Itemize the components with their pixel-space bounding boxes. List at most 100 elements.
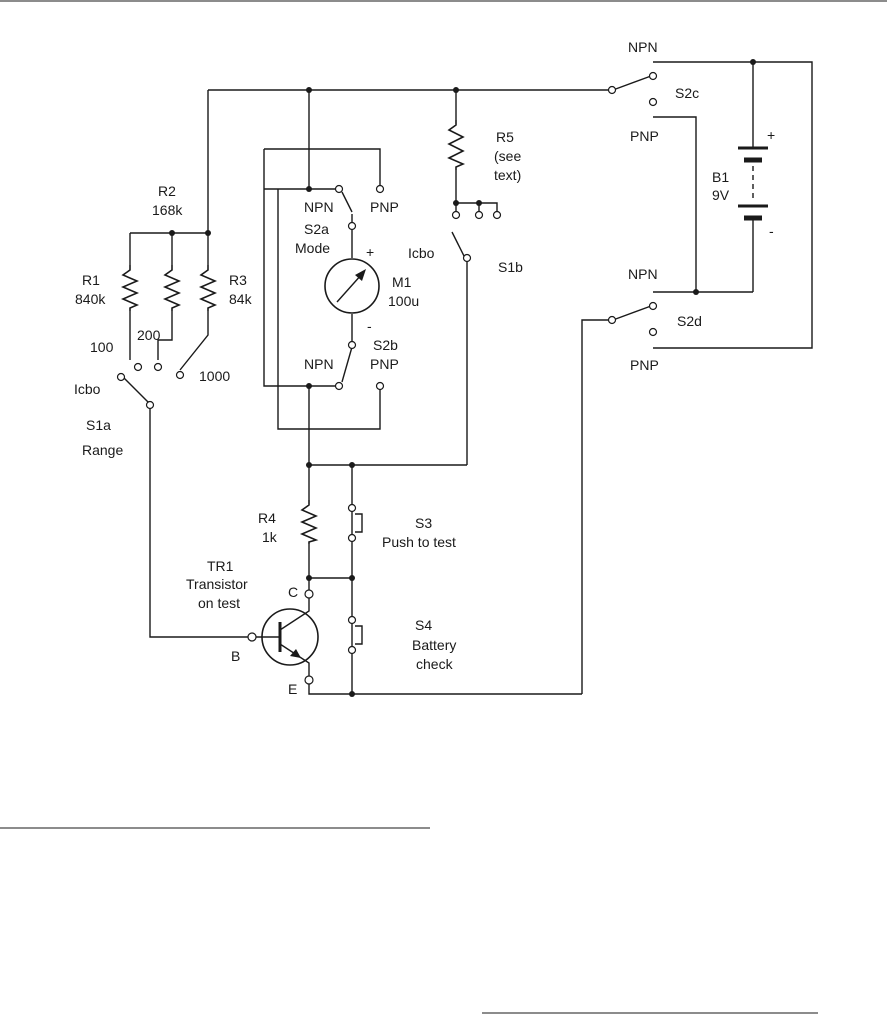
r5-resistor	[447, 120, 466, 170]
label-r2-value: 168k	[152, 202, 183, 218]
label-s4-description-line2: check	[416, 656, 454, 672]
label-meter-minus: -	[367, 318, 372, 334]
label-npn-s2d: NPN	[628, 266, 658, 282]
transistor-emitter-lead	[279, 643, 310, 676]
label-r3: R3	[229, 272, 247, 288]
junction-dot	[349, 691, 355, 697]
label-emitter: E	[288, 681, 297, 697]
r1-resistor	[120, 265, 140, 311]
s2a-pnp-loop	[264, 148, 381, 189]
label-r4-value: 1k	[262, 529, 278, 545]
s4-pushbutton	[351, 622, 363, 648]
s1a-icbo-terminal	[116, 372, 126, 382]
s2b-common-terminal	[347, 340, 357, 350]
s2d-common-wire	[581, 319, 609, 694]
junction-dot	[750, 59, 756, 65]
s4-terminal-top	[347, 615, 357, 625]
switch-arms	[123, 75, 652, 403]
cross-wire-a	[263, 149, 339, 387]
s2b-npn-terminal	[334, 381, 344, 391]
s1a-common-terminal	[145, 400, 155, 410]
s1a-arm	[123, 377, 149, 403]
meter-needle-arrow	[355, 269, 366, 281]
label-range-200: 200	[137, 327, 161, 343]
r3-resistor	[198, 265, 218, 311]
s2c-pnp-terminal	[648, 97, 658, 107]
label-tr1-description-line1: Transistor	[186, 576, 248, 592]
label-mode: Mode	[295, 240, 330, 256]
s1b-terminal-1	[451, 210, 461, 220]
label-r5-note-line1: (see	[494, 148, 521, 164]
label-s4: S4	[415, 617, 432, 633]
s2a-pnp-terminal	[375, 184, 385, 194]
s2a-common-terminal	[347, 221, 357, 231]
r2b-bottom-wire	[157, 311, 173, 360]
junction-dot	[169, 230, 175, 236]
label-icbo-s1a: Icbo	[74, 381, 101, 397]
s3-terminal-top	[347, 503, 357, 513]
junction-dot	[453, 200, 459, 206]
label-s2d: S2d	[677, 313, 702, 329]
label-s2b: S2b	[373, 337, 398, 353]
s1a-200-terminal	[153, 362, 163, 372]
r4-resistor	[299, 500, 319, 544]
s2b-arm	[341, 346, 353, 383]
transistor-collector-lead	[279, 598, 310, 631]
label-collector: C	[288, 584, 298, 600]
s1a-100-terminal	[133, 362, 143, 372]
s4-terminal-bottom	[347, 645, 357, 655]
s3-actuator	[355, 513, 363, 533]
label-pnp-s2c: PNP	[630, 128, 659, 144]
emitter-terminal	[304, 675, 314, 685]
label-meter-plus: +	[366, 244, 374, 260]
label-icbo-s1b: Icbo	[408, 245, 435, 261]
label-range: Range	[82, 442, 123, 458]
junction-dot	[349, 462, 355, 468]
label-pnp-s2b: PNP	[370, 356, 399, 372]
s2c-common-terminal	[607, 85, 617, 95]
label-range-1000: 1000	[199, 368, 230, 384]
transistor-emitter-arrow	[290, 649, 301, 658]
label-pnp-s2a: PNP	[370, 199, 399, 215]
label-npn-s2c: NPN	[628, 39, 658, 55]
s1b-common-terminal	[462, 253, 472, 263]
junction-dot	[306, 462, 312, 468]
junction-dot	[306, 575, 312, 581]
label-base: B	[231, 648, 240, 664]
r5-tap-bar	[456, 202, 498, 212]
junction-dot	[306, 87, 312, 93]
label-s1b: S1b	[498, 259, 523, 275]
label-r1-value: 840k	[75, 291, 106, 307]
s2c-pnp-wire	[653, 116, 697, 292]
transistor-tr1	[256, 598, 319, 676]
junction-dot	[306, 383, 312, 389]
s4-actuator	[355, 625, 363, 645]
r2-resistor	[162, 265, 182, 311]
label-b1-voltage: 9V	[712, 187, 730, 203]
junction-dot	[306, 186, 312, 192]
base-terminal	[247, 632, 257, 642]
junction-dot	[476, 200, 482, 206]
junction-dot	[349, 575, 355, 581]
meter-m1	[324, 258, 380, 314]
label-tr1: TR1	[207, 558, 234, 574]
s1a-1000-terminal	[175, 370, 185, 380]
label-s1a: S1a	[86, 417, 111, 433]
collector-terminal	[304, 589, 314, 599]
s3-pushbutton	[351, 510, 363, 536]
s2d-common-terminal	[607, 315, 617, 325]
label-s4-description-line1: Battery	[412, 637, 456, 653]
label-npn-s2a: NPN	[304, 199, 334, 215]
junction-dots	[169, 59, 756, 697]
label-m1: M1	[392, 274, 412, 290]
emitter-return-wire	[308, 684, 582, 695]
label-battery-plus: +	[767, 127, 775, 143]
s2c-npn-terminal	[648, 71, 658, 81]
label-s2a: S2a	[304, 221, 329, 237]
meter-needle	[336, 273, 363, 303]
label-r1: R1	[82, 272, 100, 288]
cross-wire-b	[277, 189, 381, 430]
s1b-terminal-3	[492, 210, 502, 220]
label-r5-note-line2: text)	[494, 167, 521, 183]
